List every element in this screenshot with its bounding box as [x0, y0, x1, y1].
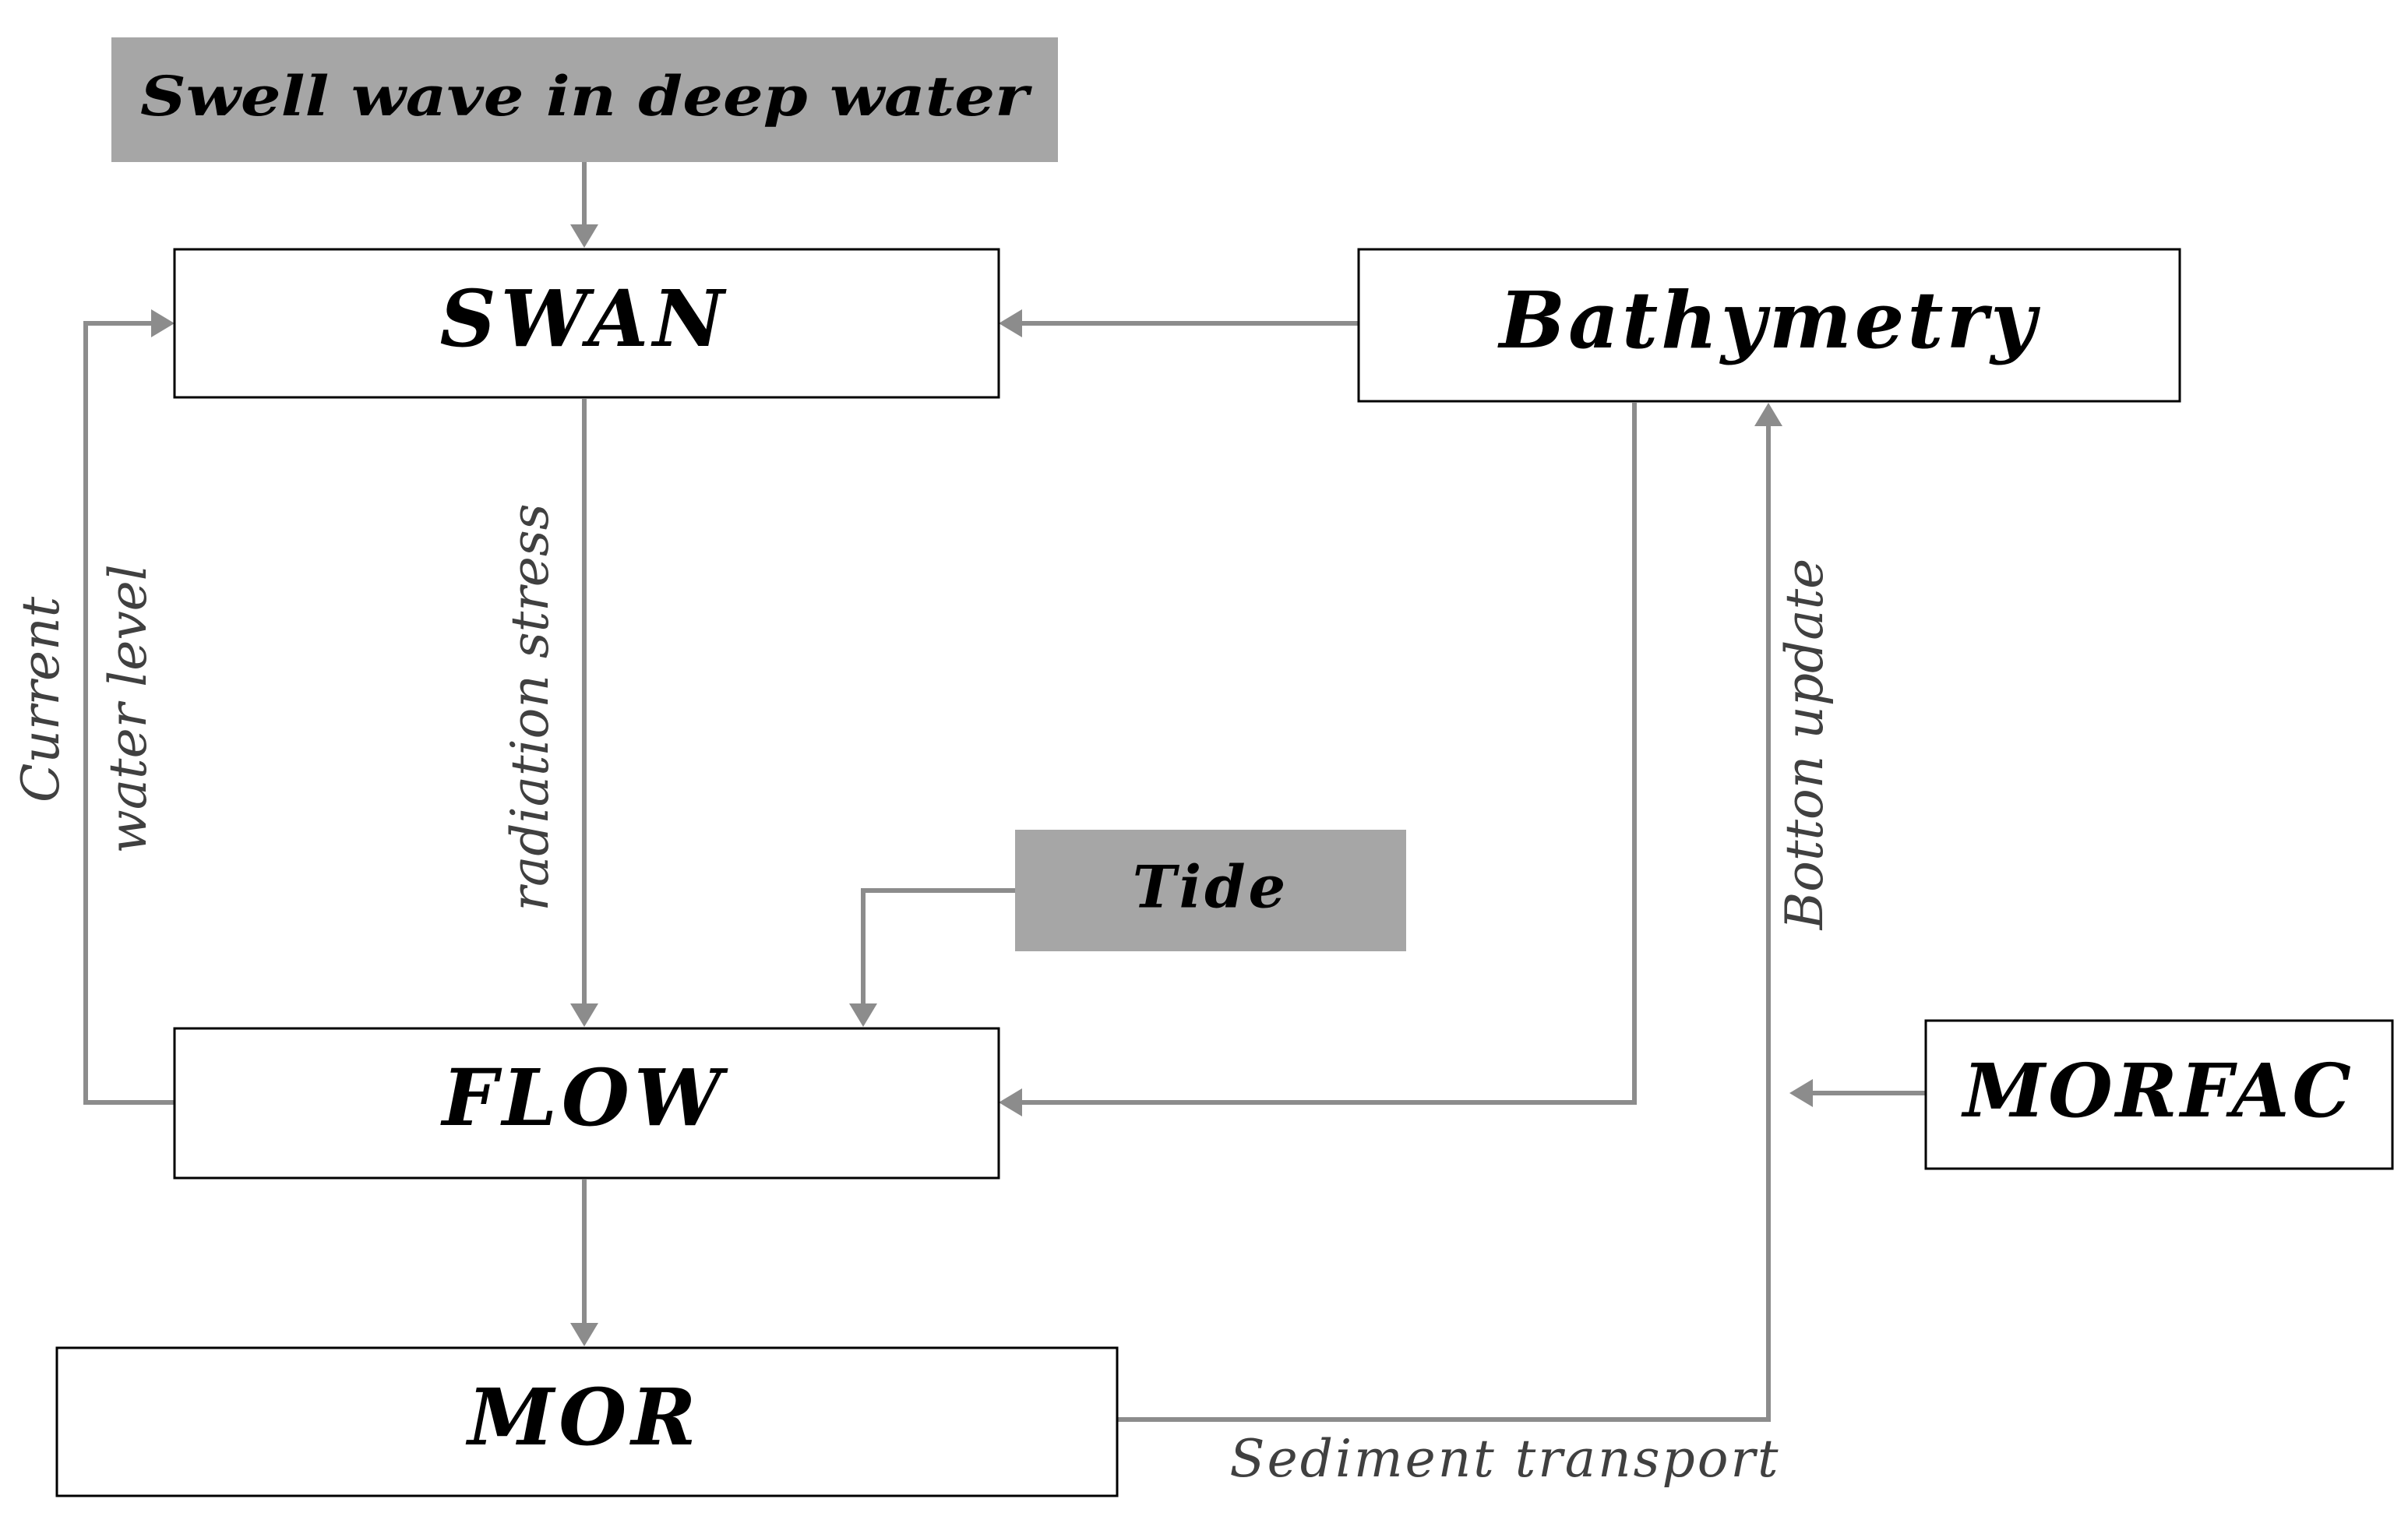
flow-box [173, 1027, 1000, 1180]
node-flow: FLOW [173, 1027, 1000, 1180]
flow-label: FLOW [440, 1052, 728, 1144]
node-bathymetry: Bathymetry [1357, 248, 2181, 403]
arrowhead-bathymetry-bottom [1754, 403, 1782, 426]
morfac-box [1924, 1019, 2394, 1170]
morfac-label: MORFAC [1961, 1048, 2354, 1134]
label-botton-update: Botton update [1775, 559, 1835, 930]
node-morfac: MORFAC [1924, 1019, 2394, 1170]
node-swell: Swell wave in deep water [111, 37, 1058, 162]
arrowhead-morfac-left [1789, 1079, 1813, 1107]
bathymetry-box [1357, 248, 2181, 403]
label-radiation-stress: radiation stress [500, 503, 560, 911]
arrowhead-swan-right [999, 309, 1022, 337]
connectors [83, 162, 1926, 1422]
swell-box [111, 37, 1058, 162]
arrowhead-flow-top [570, 1003, 598, 1027]
node-mor: MOR [55, 1346, 1119, 1497]
connector-flow-to-swan-loop [83, 321, 174, 1105]
connector-tide-to-flow [861, 888, 1015, 1005]
connector-bathymetry-to-flow [1021, 403, 1637, 1105]
mor-label: MOR [466, 1371, 701, 1463]
arrowhead-flow-right [999, 1088, 1022, 1116]
tide-box [1015, 830, 1406, 951]
connector-mor-to-bathymetry [1117, 425, 1771, 1422]
mor-box [55, 1346, 1119, 1497]
arrowhead-swan-top [570, 224, 598, 248]
swan-label: SWAN [439, 273, 728, 365]
bathymetry-label: Bathymetry [1497, 274, 2041, 366]
arrowhead-flow-tide [849, 1003, 877, 1027]
arrowhead-mor-top [570, 1323, 598, 1346]
node-swan: SWAN [173, 248, 1000, 399]
label-current: Current [11, 596, 71, 802]
tide-label: Tide [1133, 853, 1289, 922]
arrowhead-swan-left [151, 309, 175, 337]
label-water-level: water level [98, 564, 158, 854]
label-sediment-transport: Sediment transport [1229, 1429, 1780, 1489]
swell-label: Swell wave in deep water [140, 64, 1033, 129]
node-tide: Tide [1015, 830, 1406, 951]
swan-box [173, 248, 1000, 399]
